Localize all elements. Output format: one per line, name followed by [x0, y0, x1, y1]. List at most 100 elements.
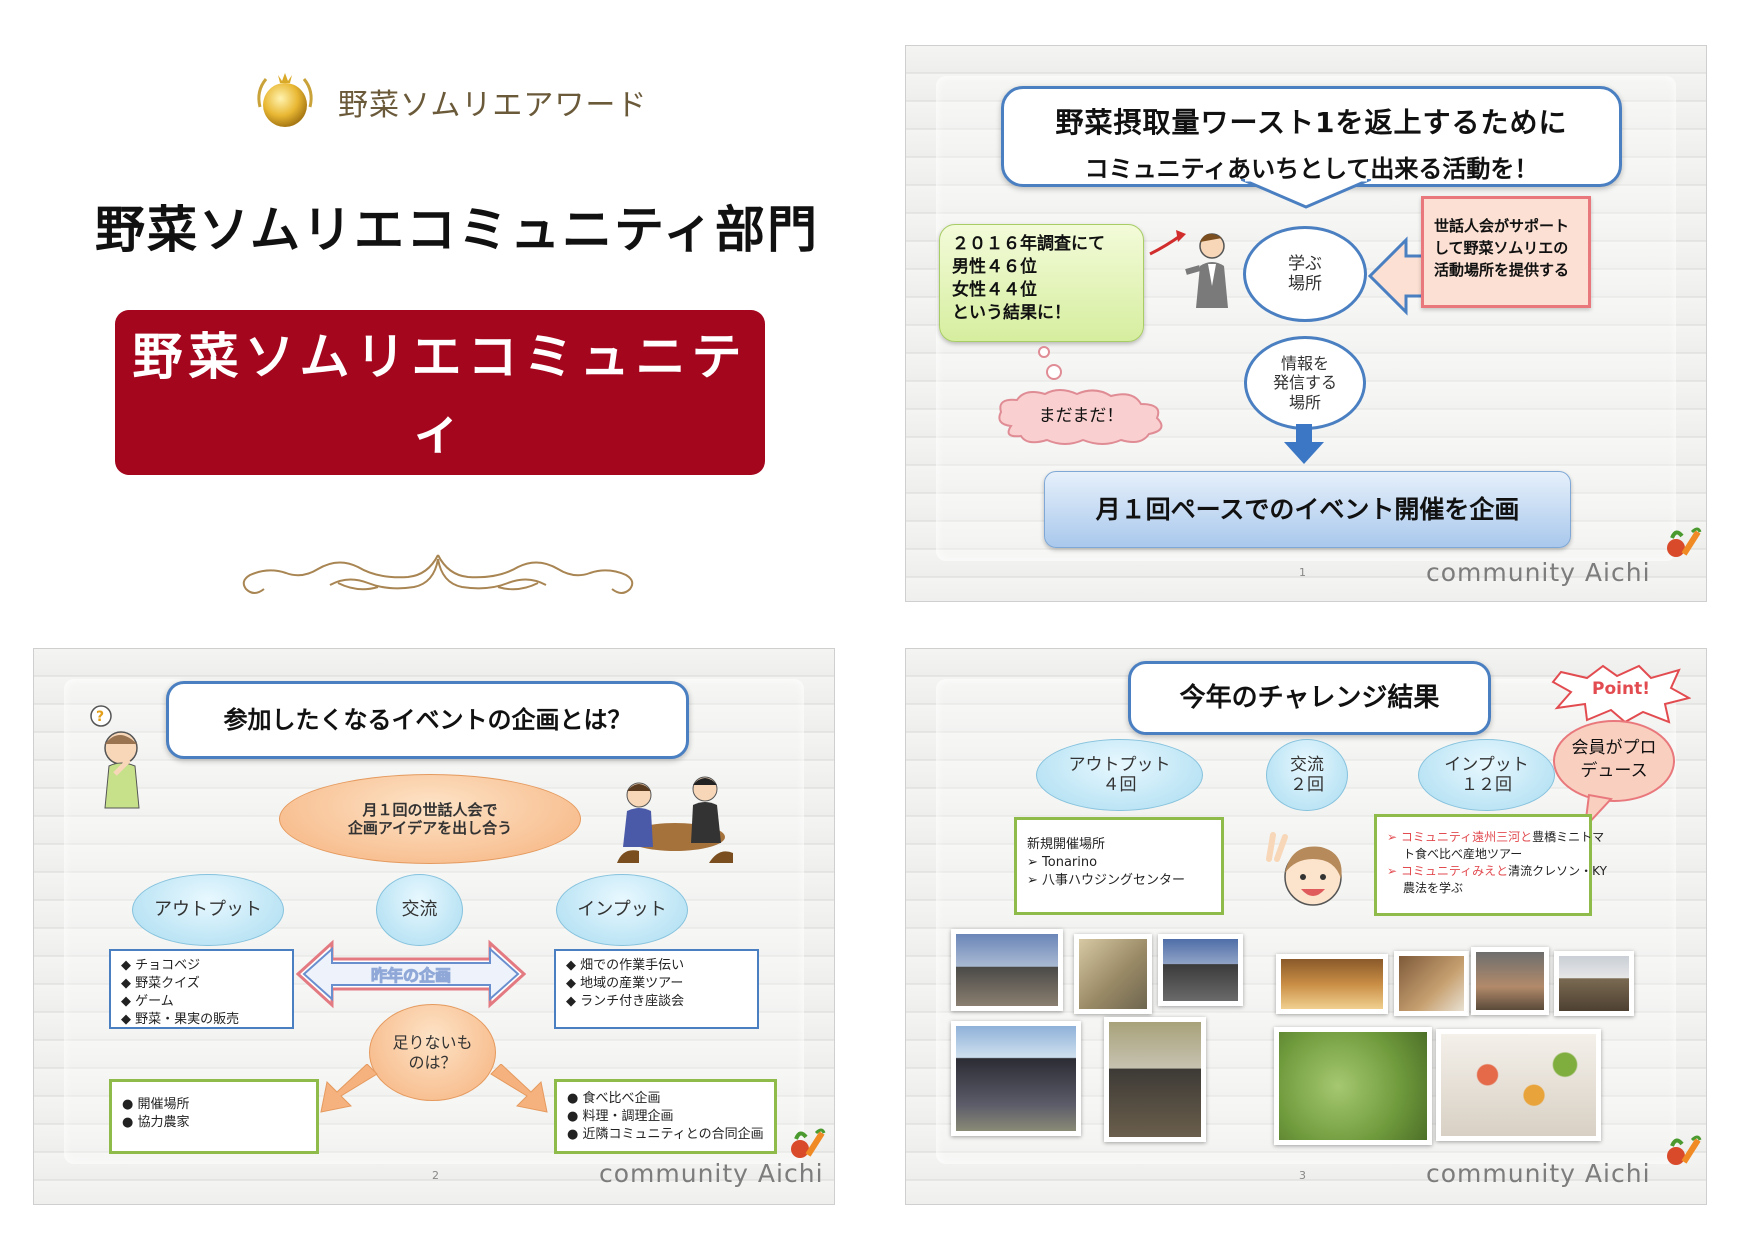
- list-item: ◆ 野菜クイズ: [121, 976, 200, 991]
- slide-2-title-box: 参加したくなるイベントの企画とは？: [166, 681, 689, 759]
- list-item: ◆ ランチ付き座談会: [566, 994, 685, 1009]
- support-box: 世話人会がサポート して野菜ソムリエの 活動場所を提供する: [1421, 196, 1591, 308]
- list-item: ➢ Tonarino: [1027, 855, 1098, 870]
- inform-line: 発信する: [1272, 373, 1337, 393]
- survey-line: 女性４４位: [952, 280, 1037, 300]
- survey-line: という結果に！: [952, 303, 1071, 323]
- output-items-box: ◆ チョコベジ ◆ 野菜クイズ ◆ ゲーム ◆ 野菜・果実の販売: [109, 949, 294, 1029]
- event-photo: [1276, 954, 1388, 1014]
- new-venue-box: 新規開催場所 ➢ Tonarino ➢ 八事ハウジングセンター: [1014, 817, 1224, 915]
- cloud-text: まだまだ！: [1038, 406, 1124, 426]
- lacking-left-box: ● 開催場所 ● 協力農家: [109, 1079, 319, 1154]
- inform-line: 情報を: [1280, 354, 1329, 374]
- svg-text:?: ?: [96, 709, 104, 725]
- event-photo: [1436, 1029, 1601, 1141]
- brand-text: community Aichi: [599, 1159, 824, 1188]
- produce-line: 会員がプロ: [1571, 738, 1657, 758]
- event-photo: [951, 1021, 1081, 1136]
- brand-text: community Aichi: [1426, 558, 1651, 587]
- community-name-line2: あいち: [356, 476, 524, 534]
- community-name-box: 野菜ソムリエコミュニティ あいち: [115, 310, 765, 534]
- support-line: 世話人会がサポート: [1434, 217, 1570, 235]
- callout-pointer-icon: [1241, 179, 1371, 209]
- event-photo: [1104, 1017, 1206, 1142]
- slide-1-title-box: 野菜摂取量ワースト1を返上するために コミュニティあいちとして出来る活動を！: [1001, 86, 1622, 187]
- down-right-arrow-icon: [490, 1064, 548, 1113]
- list-item: ● 近隣コミュニティとの合同企画: [567, 1127, 764, 1142]
- input-ellipse: インプット: [556, 874, 688, 946]
- award-text: 野菜ソムリエアワード: [338, 88, 648, 123]
- collaboration-box: ➢ コミュニティ遠州三河と豊橋ミニトマ ト食べ比べ産地ツアー ➢ コミュニティみ…: [1374, 814, 1607, 916]
- event-photo: [951, 929, 1063, 1011]
- lacking-right-box: ● 食べ比べ企画 ● 料理・調理企画 ● 近隣コミュニティとの合同企画: [554, 1079, 777, 1154]
- last-year-plans-label: 昨年の企画: [370, 966, 451, 986]
- inform-line: 場所: [1288, 392, 1321, 412]
- event-photo: [1394, 951, 1469, 1016]
- collab-item-1: ➢ コミュニティ遠州三河と豊橋ミニトマ: [1387, 830, 1605, 844]
- meeting-ellipse: 月１回の世話人会で 企画アイデアを出し合う: [279, 774, 581, 864]
- page-number: 3: [1299, 1169, 1306, 1182]
- ornament-divider-icon: [242, 554, 634, 594]
- page-number: 1: [1299, 566, 1306, 579]
- list-item: ● 協力農家: [122, 1115, 190, 1130]
- event-photo: [1158, 934, 1243, 1006]
- page-number: 2: [432, 1169, 439, 1182]
- survey-line: ２０１６年調査にて: [952, 234, 1105, 254]
- list-item: ◆ 畑での作業手伝い: [566, 958, 685, 973]
- cloud-icon: [998, 389, 1163, 445]
- thought-dot: [1038, 346, 1050, 358]
- list-item: ◆ ゲーム: [121, 994, 174, 1009]
- learn-place-ellipse: 学ぶ 場所: [1243, 226, 1367, 322]
- lacking-line: のは？: [408, 1052, 457, 1072]
- collab-item-2-cont: 農法を学ぶ: [1403, 881, 1464, 895]
- presenter-icon: [1149, 230, 1228, 308]
- community-name-line1: 野菜ソムリエコミュニティ: [132, 328, 748, 460]
- meeting-line: 月１回の世話人会で: [362, 801, 498, 819]
- learn-line: 学ぶ: [1288, 253, 1322, 274]
- support-line: 活動場所を提供する: [1434, 261, 1570, 279]
- award-logo: 野菜ソムリエアワード: [250, 62, 647, 142]
- brand-text: community Aichi: [1426, 1159, 1651, 1188]
- produce-line: デュース: [1580, 761, 1648, 781]
- point-burst-icon: [1551, 664, 1691, 724]
- lacking-line: 足りないも: [392, 1033, 473, 1053]
- slide-1-title-line1: 野菜摂取量ワースト1を返上するために: [1055, 106, 1568, 139]
- list-item: ➢ 八事ハウジングセンター: [1027, 873, 1186, 888]
- event-photo: [1274, 1027, 1432, 1145]
- list-item: ● 開催場所: [122, 1097, 190, 1112]
- down-left-arrow-icon: [320, 1064, 378, 1113]
- survey-result-box: ２０１６年調査にて 男性４６位 女性４４位 という結果に！: [939, 224, 1144, 342]
- slide-3-title-box: 今年のチャレンジ結果: [1128, 661, 1491, 735]
- lacking-ellipse: 足りないも のは？: [369, 1004, 496, 1101]
- slide-2: ? 参加したくなるイベントの企画とは？ 月１回の世話人会で 企画アイデアを出し合…: [33, 648, 835, 1205]
- meeting-line: 企画アイデアを出し合う: [347, 819, 513, 837]
- event-photo: [1554, 951, 1634, 1016]
- slide-1: 野菜摂取量ワースト1を返上するために コミュニティあいちとして出来る活動を！ ２…: [905, 45, 1707, 602]
- learn-line: 場所: [1288, 274, 1322, 294]
- double-arrow-icon: [296, 939, 526, 1009]
- list-item: ◆ 野菜・果実の販売: [121, 1012, 240, 1027]
- support-line: して野菜ソムリエの: [1434, 239, 1569, 257]
- slide-3-title: 今年のチャレンジ結果: [1179, 683, 1440, 713]
- vegetable-icon: [1667, 527, 1702, 557]
- down-arrow-icon: [1284, 424, 1324, 464]
- collab-item-2: ➢ コミュニティみえと清流クレソン・KY: [1387, 864, 1607, 878]
- new-venue-title: 新規開催場所: [1027, 837, 1106, 852]
- thought-dot: [1046, 364, 1062, 380]
- exchange-ellipse: 交流: [376, 874, 463, 946]
- event-photo: [1074, 934, 1152, 1014]
- list-item: ● 食べ比べ企画: [567, 1091, 661, 1106]
- meeting-people-icon: [617, 776, 733, 863]
- slide-2-title: 参加したくなるイベントの企画とは？: [223, 706, 632, 734]
- list-item: ● 料理・調理企画: [567, 1109, 674, 1124]
- monthly-event-plan-box: 月１回ペースでのイベント開催を企画: [1044, 471, 1571, 548]
- produce-text: 会員がプロ デュース: [1549, 737, 1679, 783]
- vegetable-icon: [791, 1128, 826, 1158]
- thinking-person-icon: ?: [90, 705, 140, 809]
- event-photo: [1471, 947, 1549, 1015]
- input-items-box: ◆ 畑での作業手伝い ◆ 地域の産業ツアー ◆ ランチ付き座談会: [554, 949, 759, 1029]
